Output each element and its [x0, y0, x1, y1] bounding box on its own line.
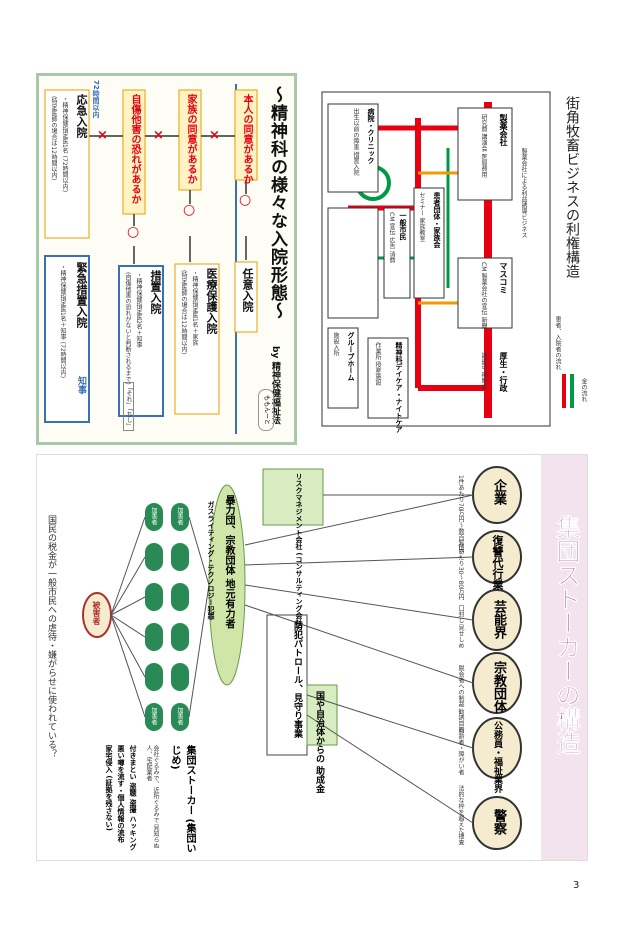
perpetrator-pill: 加害者	[176, 707, 183, 725]
top-col-revenge-note: 1件あたり30〜80万円	[457, 539, 464, 601]
node-ngo-items: セミナー 家族教室	[418, 192, 425, 242]
node-media: マスコミ	[499, 262, 508, 294]
yes-mark-2: ○	[183, 202, 196, 218]
node-group-items: 施設入所	[332, 332, 339, 356]
summary-line-1: 付きまとい 盗聴 盗撮 ハッキング	[129, 745, 137, 851]
business-structure-panel: 街角牧畜ビジネスの利権構造 金の流れ 患者、入院者の流れ 製薬会社 製薬会社によ…	[318, 88, 594, 433]
no-mark-3: ×	[97, 128, 108, 143]
top-col-company: 企業	[491, 479, 506, 505]
mascot-tag: ももんーと	[258, 389, 274, 431]
result-emergency-line1: ・精神保健指定医1名 (72時間以内)	[61, 96, 68, 193]
footer-tax-note: 国民の税金が一般市民への虐待・嫌がらせに使われている？	[46, 515, 56, 758]
top-col-revenge-agency: 復讐代行業	[491, 535, 504, 590]
result-emergency-title: 応急入院	[75, 94, 88, 138]
node-admin: 厚生・行政	[499, 352, 508, 392]
page-number: 3	[573, 880, 580, 891]
node-group-home: グループホーム	[347, 332, 355, 381]
top-col-religious-note: 脱会者への制裁 勧誘目的	[457, 665, 464, 733]
top-col-public-welfare-note: 高齢者・障がい者	[457, 727, 464, 775]
business-title: 街角牧畜ビジネスの利権構造	[564, 96, 580, 278]
node-pharma-sub: 製薬会社による利益誘導ビジネス	[520, 148, 527, 238]
summary-small-note: 会社ぐるみで、近所ぐるみで 見知らぬ人、宅配業者	[145, 745, 159, 849]
perpetrator-pill: 加害者	[176, 507, 183, 525]
yes-mark-3: ○	[127, 224, 140, 240]
node-clinic-items: 出生以前の障害 措置入院	[352, 108, 359, 176]
node-welfare-items: 作業所 授産施設	[374, 342, 381, 386]
stalker-title: 集団ストーカーの構造	[552, 515, 581, 756]
top-col-police: 警察	[491, 809, 506, 835]
top-col-public-welfare: 公務員・福祉業界	[492, 721, 502, 793]
hub-gangs-religion: 暴力団、宗教団体 地元有力者	[223, 495, 234, 629]
top-col-entertainment-note: 口封じ 見せしめ	[457, 605, 464, 649]
psych-admission-panel: 〜精神科の様々な入院形態〜 by 精神保健福祉法 ももんーと 本人の同意があるか…	[36, 73, 297, 445]
question-consent-family: 家族の同意があるか	[185, 94, 196, 184]
perpetrator-pill: 加害者	[150, 707, 157, 725]
business-structure-diagram	[321, 91, 574, 427]
result-measure-line1: ・精神保健指定医2名＋知事	[135, 272, 142, 348]
summary-line-2: 悪い噂を流す・個人情報の流布	[117, 745, 125, 843]
result-medical-protection-title: 医療保護入院	[205, 268, 218, 334]
node-general-items: CM 宣伝 広告 消費	[388, 212, 395, 264]
result-emergency-line2: (特定医師の場合は12時間以内)	[50, 96, 57, 181]
no-mark-2: ×	[153, 128, 164, 143]
stalker-structure-panel: 集団ストーカーの構造 企業 復讐代行業 芸能界 宗教団体 公務員・福祉業界 警察…	[36, 454, 588, 861]
governor-label: 知事	[76, 376, 86, 394]
victim-node: 被害者	[92, 601, 101, 625]
node-clinic: 病院・クリニック	[367, 108, 375, 164]
patrol-program: 防犯パトロール、見守り事業	[292, 621, 302, 738]
psych-byline: by 精神保健福祉法	[270, 346, 280, 425]
top-col-religious-group: 宗教団体	[491, 661, 506, 713]
perpetrator-pill: 加害者	[150, 507, 157, 525]
legend-money: 金の流れ	[580, 378, 587, 402]
top-col-company-note: 1件あたり70万円〜数百万円	[457, 475, 464, 553]
question-consent-self: 本人の同意があるか	[241, 94, 252, 184]
result-urgent-measure-title: 緊急措置入院	[75, 262, 88, 328]
top-col-entertainment: 芸能界	[491, 600, 506, 639]
result-medical-protection-line1: ・精神保健指定医1名＋家族	[191, 270, 198, 346]
result-measure-line2: (自傷他害の恐れがないと判断されるまで)	[124, 272, 131, 385]
node-pharma: 製薬会社	[499, 114, 508, 146]
result-voluntary: 任意入院	[241, 268, 254, 312]
subsidy-box: 国や自治体からの 助成金	[314, 691, 324, 794]
node-welfare: 精神科デイケア・ナイトケア	[395, 342, 403, 433]
result-measure-side-note: 「それ」「ちし」	[123, 382, 134, 431]
emergency-time-note: 72時間以内	[92, 80, 100, 118]
node-media-items: CM 製薬会社の宣伝 新聞	[480, 262, 487, 330]
result-urgent-measure-line1: ・精神保健指定医1名＋知事 (72時間以内)	[59, 264, 66, 379]
node-admin-items: 許認可 補助金	[480, 352, 487, 390]
node-general-public: 一般市民	[399, 212, 407, 240]
top-col-police-note: 法的な枠を超えた捜査	[457, 785, 464, 845]
no-mark-1: ×	[209, 128, 220, 143]
result-measure-title: 措置入院	[149, 270, 162, 314]
psych-admission-diagram	[44, 82, 289, 436]
summary-line-3: 家宅侵入 (証拠を残さない)	[105, 745, 113, 831]
node-pharma-items: 研究費 講演会 医局費用	[480, 114, 487, 178]
gaslighting-label: ガスライティング・テクノロジー犯罪	[207, 501, 215, 620]
result-medical-protection-line2: (特定医師の場合は12時間以内)	[180, 270, 187, 355]
summary-title: 集団ストーカー (集団いじめ)	[169, 745, 195, 854]
yes-mark-1: ○	[239, 192, 252, 208]
question-self-harm-risk: 自傷他害の恐れがあるか	[129, 94, 140, 204]
node-ngo: 患者団体・家族会	[433, 192, 441, 248]
stalker-structure-diagram	[82, 455, 587, 860]
legend-patient: 患者、入院者の流れ	[554, 316, 561, 370]
psych-title: 〜精神科の様々な入院形態〜	[267, 86, 287, 320]
consulting-company: リスクマネジメント会社 (コンサルティング会社)	[295, 473, 303, 629]
